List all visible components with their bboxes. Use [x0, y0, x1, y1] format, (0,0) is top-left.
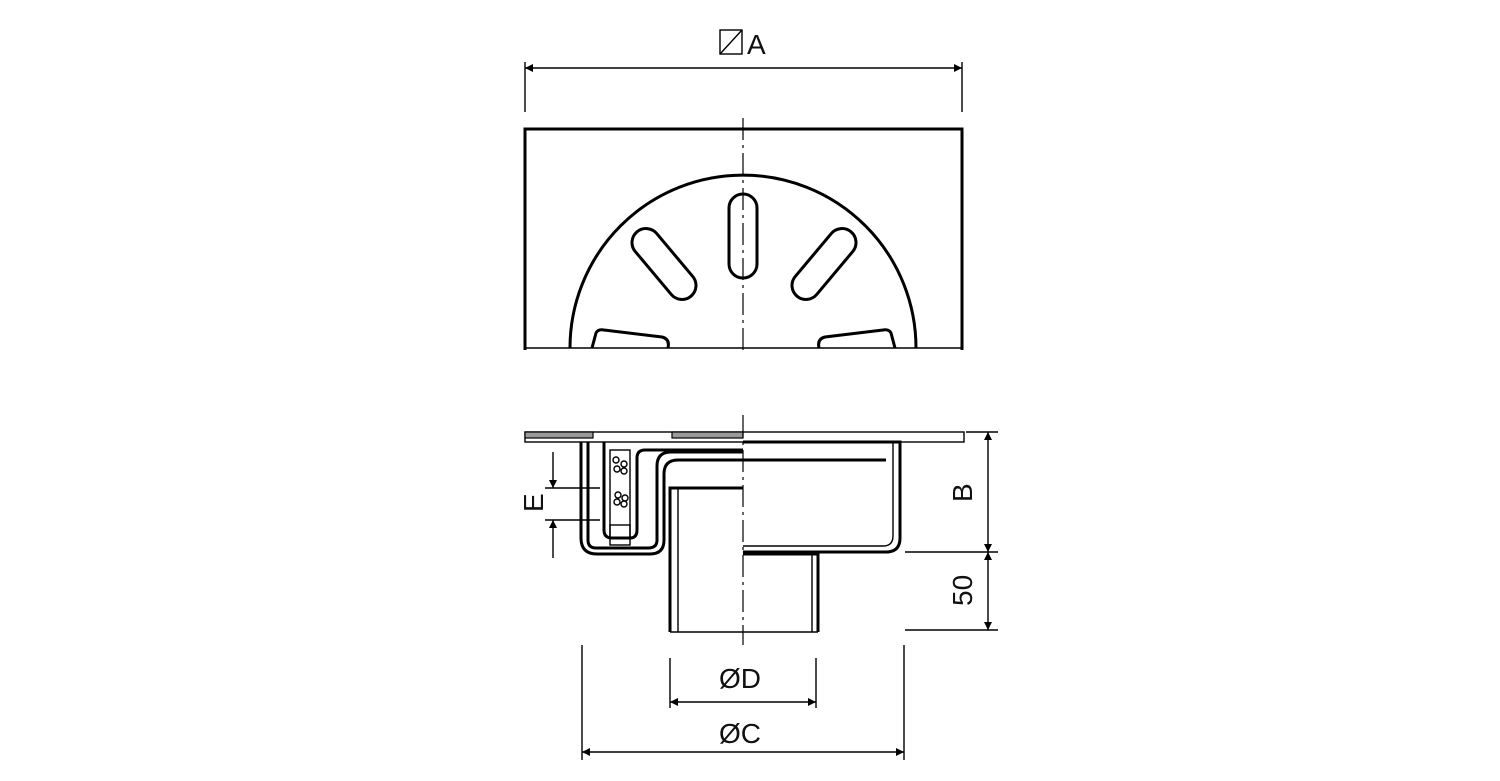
- drain-body-wall: [586, 442, 743, 550]
- dimension-d-label: ØD: [719, 663, 761, 694]
- sealing-bubbles: [612, 456, 629, 508]
- trap-insert-block: [609, 524, 631, 546]
- flange-hatch: [671, 431, 744, 439]
- grate-slot: [817, 328, 897, 349]
- dimension-50: 50: [947, 552, 992, 630]
- outlet-pipe-right: [743, 552, 820, 632]
- grate-slot: [790, 227, 858, 301]
- dimension-b-label: B: [947, 483, 978, 502]
- square-symbol-icon: [719, 29, 743, 55]
- dimension-a-label: A: [747, 29, 766, 60]
- grate-slot: [630, 227, 698, 301]
- drain-body-right: [743, 440, 902, 554]
- dimension-e-label: E: [518, 493, 549, 512]
- top-view: [523, 118, 964, 355]
- dimension-b: B: [905, 431, 998, 631]
- dimension-50-label: 50: [947, 575, 978, 606]
- grate-slot: [590, 328, 670, 349]
- dimension-c: ØC: [581, 645, 905, 760]
- dimension-a: A: [524, 29, 963, 112]
- trap-inner: [602, 442, 743, 540]
- dimension-c-label: ØC: [719, 718, 761, 749]
- dimension-d: ØD: [669, 658, 817, 708]
- outlet-pipe-left: [668, 486, 743, 632]
- dimension-e: E: [518, 452, 600, 558]
- trap-insert: [609, 449, 631, 539]
- drain-body-outer: [579, 442, 886, 556]
- flange-hatch: [524, 431, 594, 439]
- section-view: [524, 415, 965, 645]
